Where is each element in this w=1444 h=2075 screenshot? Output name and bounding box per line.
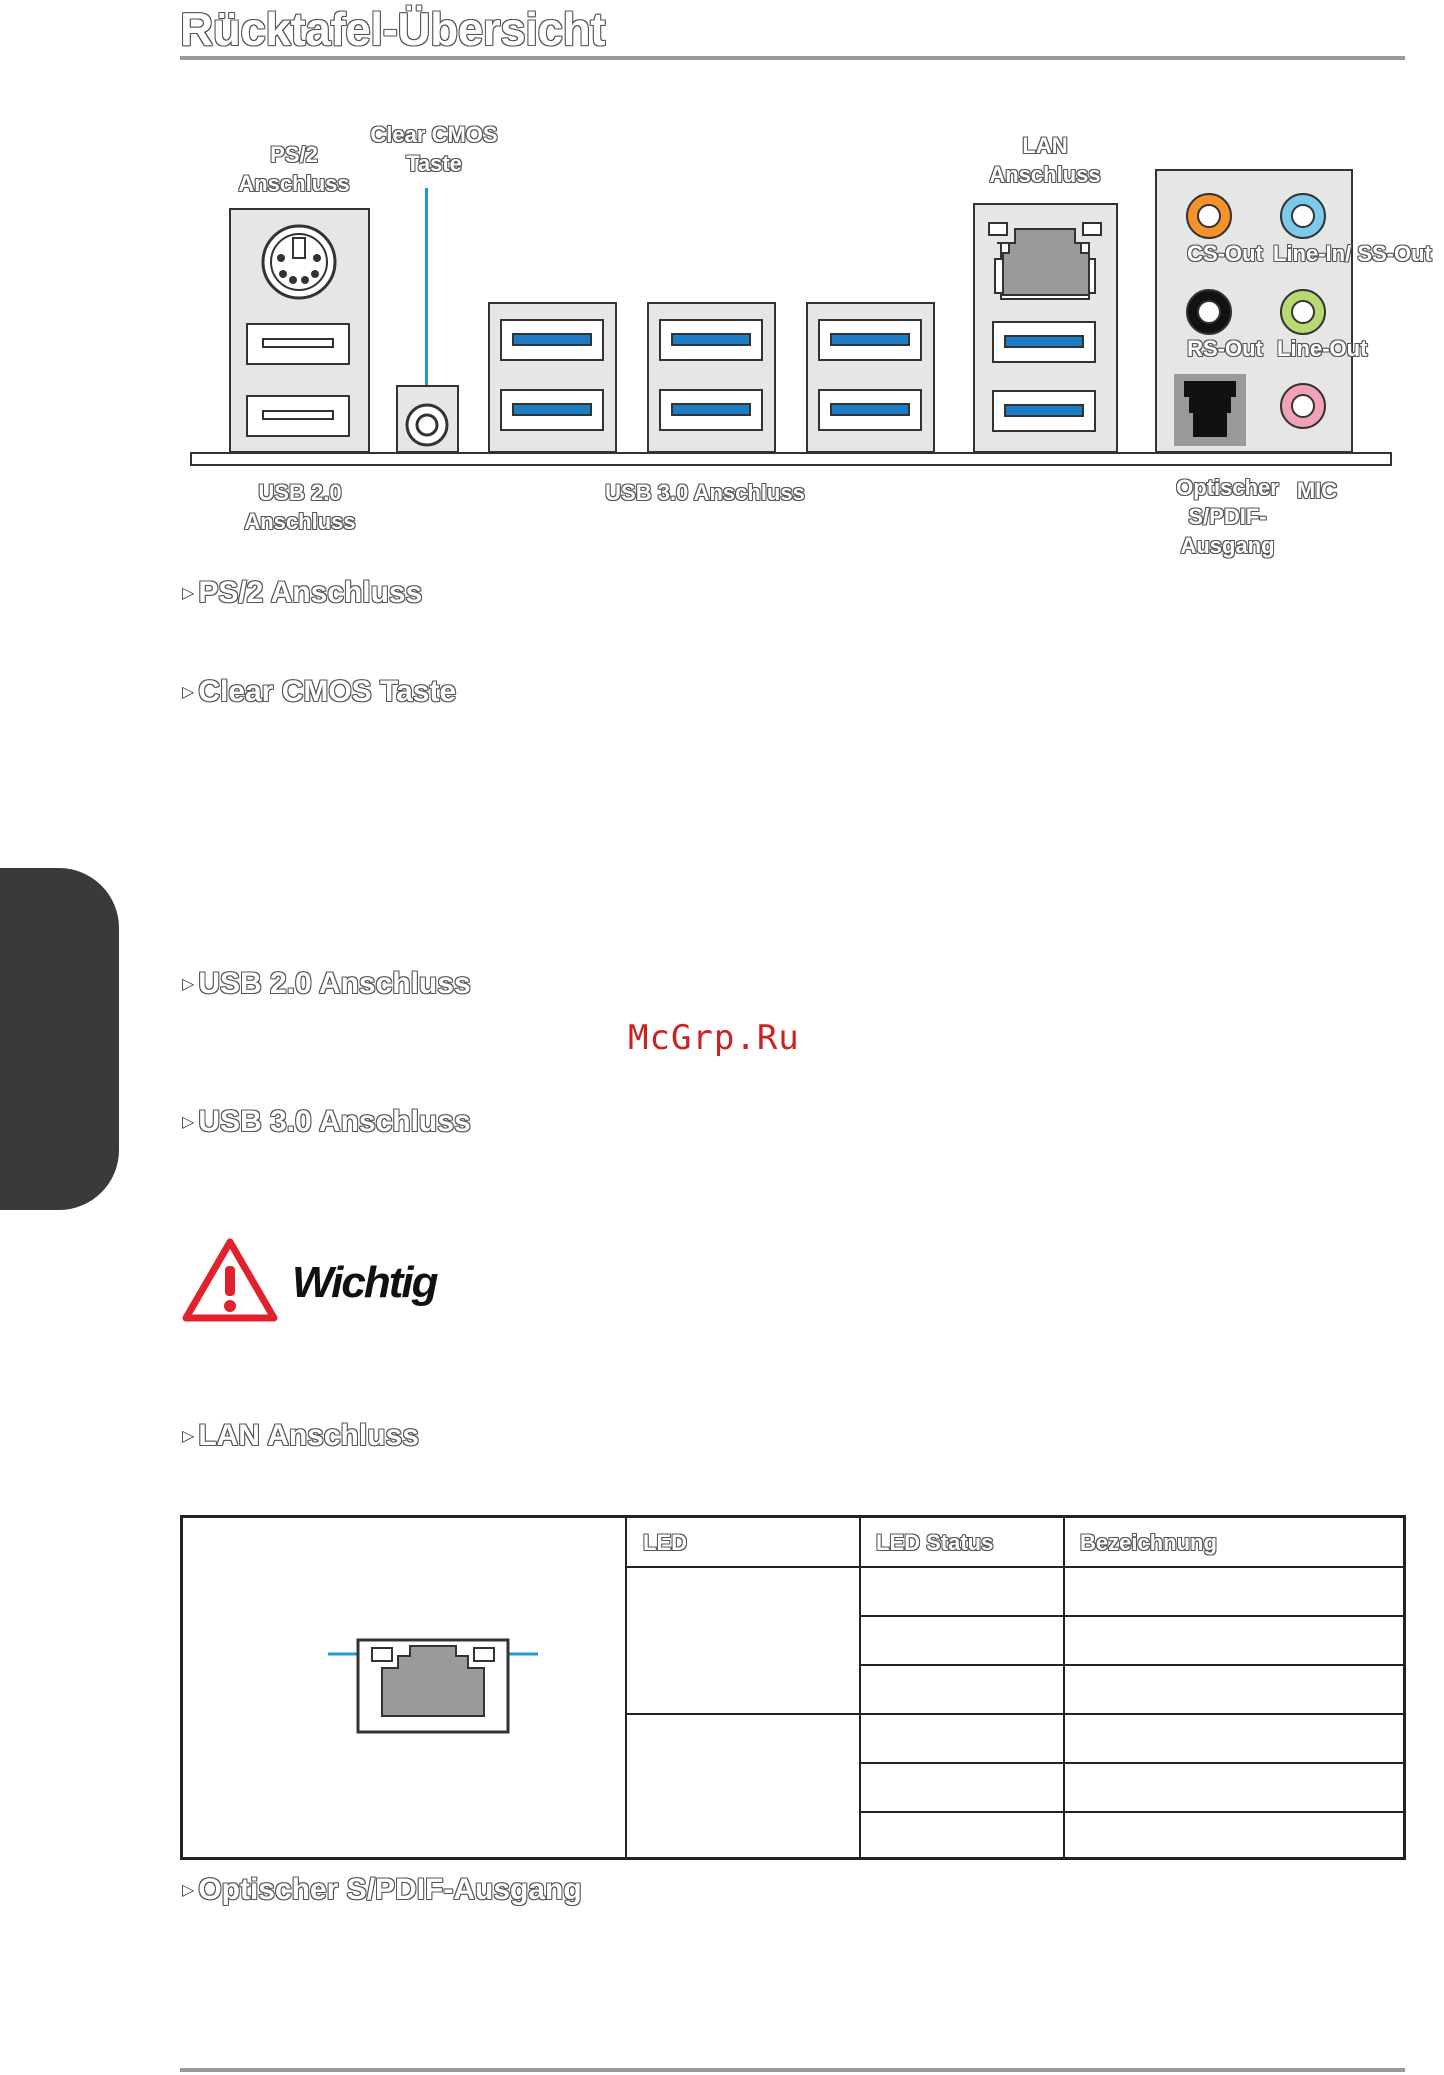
lan-led-table: LED LED Status Bezeichnung	[180, 1515, 1406, 1860]
triangle-bullet-icon: ▷	[182, 1114, 195, 1131]
cs-out-label: CS-Out	[1187, 241, 1263, 266]
usb20-port	[246, 323, 350, 365]
usb30-port	[992, 321, 1096, 363]
section-usb20-title: USB 2.0 Anschluss	[198, 967, 471, 1000]
section-lan-title: LAN Anschluss	[198, 1419, 419, 1452]
section-usb30: ▷USB 3.0 Anschluss	[182, 1105, 471, 1139]
ps2-label-line2: Anschluss	[238, 171, 350, 196]
table-header-bezeichnung: Bezeichnung	[1080, 1530, 1217, 1555]
usb30-port	[992, 390, 1096, 432]
ps2-port-icon	[261, 224, 337, 300]
lan-usb30-stack	[973, 203, 1118, 453]
usb30-port	[818, 389, 922, 431]
ps2-label: PS/2 Anschluss	[224, 140, 364, 198]
usb30-label: USB 3.0 Anschluss	[605, 480, 805, 505]
triangle-bullet-icon: ▷	[182, 684, 195, 701]
section-lan: ▷LAN Anschluss	[182, 1419, 419, 1453]
section-clear-cmos-title: Clear CMOS Taste	[198, 675, 457, 708]
usb20-label: USB 2.0 Anschluss	[225, 478, 375, 536]
usb30-stack	[806, 302, 935, 453]
optical-label-line3: Ausgang	[1180, 533, 1275, 558]
table-header-led: LED	[643, 1530, 687, 1555]
optical-label-line2: S/PDIF-	[1188, 504, 1267, 529]
table-header-led-status: LED Status	[876, 1530, 994, 1555]
ps2-label-line1: PS/2	[270, 142, 318, 167]
important-heading: Wichtig	[292, 1258, 438, 1307]
clear-cmos-button[interactable]	[396, 385, 459, 453]
lan-port-icon	[988, 222, 1102, 300]
warning-icon	[182, 1238, 278, 1322]
triangle-bullet-icon: ▷	[182, 1428, 195, 1445]
section-usb30-title: USB 3.0 Anschluss	[198, 1105, 471, 1138]
mic-label: MIC	[1296, 478, 1338, 503]
chapter-side-tab	[0, 868, 119, 1210]
footer-divider	[180, 2068, 1405, 2072]
panel-baseline	[190, 452, 1392, 466]
section-usb20: ▷USB 2.0 Anschluss	[182, 967, 471, 1001]
usb30-stack	[488, 302, 617, 453]
clear-cmos-label: Clear CMOS Taste	[354, 120, 514, 178]
lan-label-line1: LAN	[1022, 133, 1068, 158]
triangle-bullet-icon: ▷	[182, 585, 195, 602]
usb30-port	[659, 389, 763, 431]
usb30-port	[500, 389, 604, 431]
usb30-port	[818, 319, 922, 361]
section-optical: ▷Optischer S/PDIF-Ausgang	[182, 1873, 582, 1907]
watermark: McGrp.Ru	[628, 1018, 800, 1058]
back-panel-diagram: PS/2 Anschluss Clear CMOS Taste LAN Ansc…	[0, 0, 1444, 560]
section-clear-cmos: ▷Clear CMOS Taste	[182, 675, 456, 709]
usb20-port	[246, 395, 350, 437]
section-ps2: ▷PS/2 Anschluss	[182, 576, 422, 610]
audio-jacks-icon	[1174, 193, 1326, 446]
lan-led-port-icon	[328, 1638, 538, 1734]
triangle-bullet-icon: ▷	[182, 976, 195, 993]
page-title: Rücktafel-Übersicht	[180, 3, 606, 55]
usb30-port	[500, 319, 604, 361]
clear-cmos-label-line1: Clear CMOS	[370, 122, 498, 147]
section-ps2-title: PS/2 Anschluss	[198, 576, 423, 609]
ps2-usb20-stack	[229, 208, 370, 453]
usb20-label-line1: USB 2.0	[258, 480, 342, 505]
usb20-label-line2: Anschluss	[244, 509, 356, 534]
lan-label: LAN Anschluss	[975, 131, 1115, 189]
clear-cmos-button-icon	[405, 403, 449, 447]
section-optical-title: Optischer S/PDIF-Ausgang	[198, 1873, 582, 1906]
line-out-label: Line-Out	[1277, 336, 1368, 361]
audio-stack	[1155, 169, 1353, 453]
usb30-stack	[647, 302, 776, 453]
usb30-port	[659, 319, 763, 361]
title-divider	[180, 56, 1405, 60]
lan-label-line2: Anschluss	[989, 162, 1101, 187]
line-in-ss-out-label: Line-In/ SS-Out	[1273, 241, 1432, 266]
optical-label: Optischer S/PDIF- Ausgang	[1160, 473, 1295, 560]
clear-cmos-label-line2: Taste	[406, 151, 462, 176]
rs-out-label: RS-Out	[1187, 336, 1263, 361]
optical-label-line1: Optischer	[1176, 475, 1279, 500]
triangle-bullet-icon: ▷	[182, 1882, 195, 1899]
clear-cmos-callout-line	[425, 188, 428, 416]
